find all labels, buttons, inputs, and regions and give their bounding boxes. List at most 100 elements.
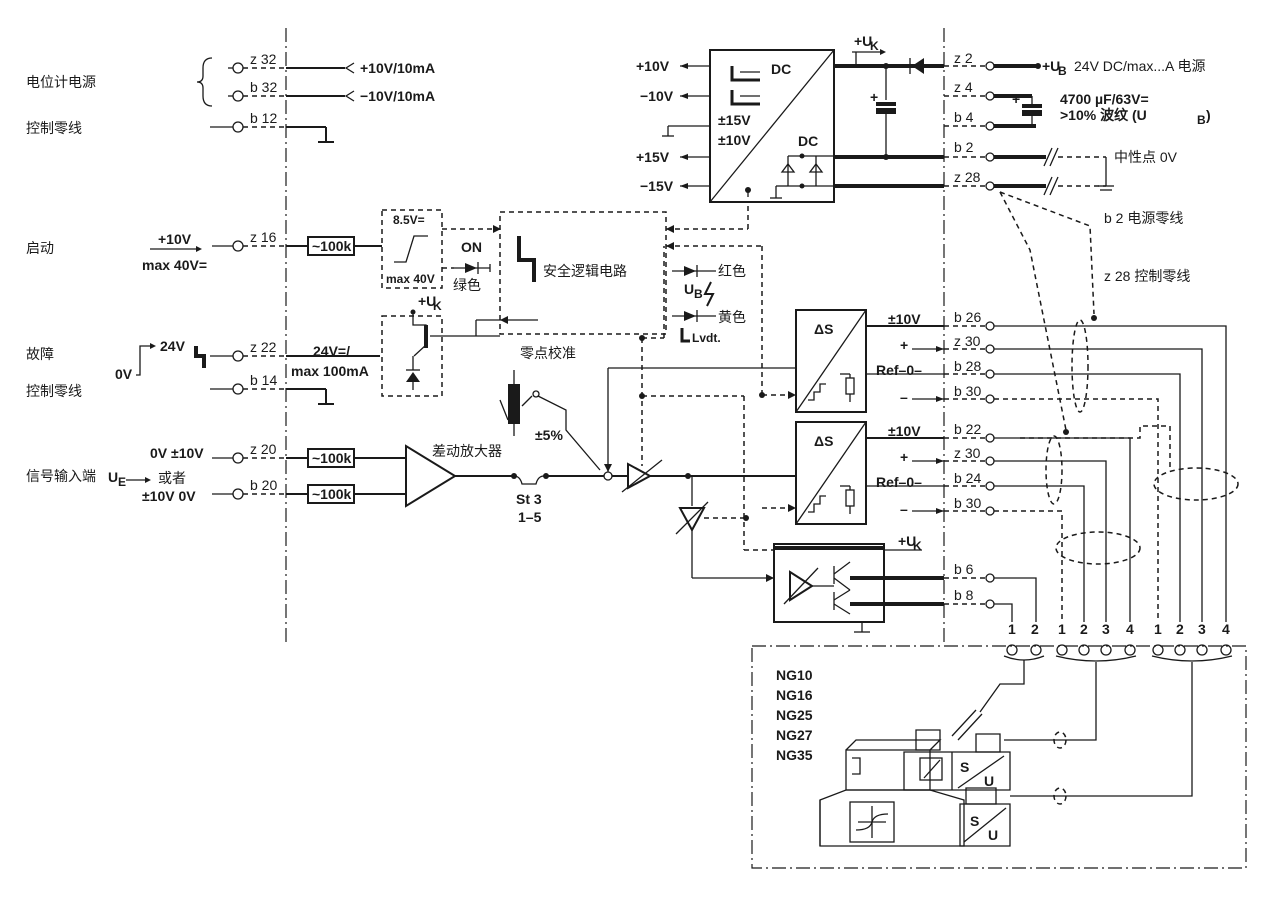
pm10v-label: ±10V bbox=[718, 132, 751, 148]
d2-ref0: Ref–0– bbox=[876, 474, 922, 490]
fault-24v: 24V bbox=[160, 338, 186, 354]
uk-output-sub: K bbox=[913, 539, 922, 553]
summing-node bbox=[603, 471, 613, 481]
ub-supply: +U bbox=[1042, 58, 1060, 74]
label-pot-supply: 电位计电源 bbox=[26, 74, 96, 90]
resistor-in-2-label: ~100k bbox=[312, 486, 352, 502]
label-start: 启动 bbox=[26, 240, 54, 256]
resistor-in-1-label: ~100k bbox=[312, 450, 352, 466]
safety-logic-label: 安全逻辑电路 bbox=[543, 263, 627, 279]
cap-spec: 4700 µF/63V= bbox=[1060, 91, 1149, 107]
ripple-end: ) bbox=[1206, 107, 1211, 123]
diff-amp bbox=[405, 444, 457, 508]
ripple-sub: B bbox=[1197, 113, 1206, 127]
st3-label: St 3 bbox=[516, 491, 542, 507]
conn-num: 4 bbox=[1222, 621, 1230, 637]
led-on-label: ON bbox=[461, 239, 482, 255]
pin-z28: z 28 bbox=[954, 169, 981, 185]
resistor-start-label: ~100k bbox=[312, 238, 352, 254]
trigger-max: max 40V bbox=[386, 272, 435, 286]
ub-label: U bbox=[684, 281, 694, 297]
input-ue: U bbox=[108, 469, 118, 485]
input-ue-sub: E bbox=[118, 475, 126, 489]
safety-logic-box bbox=[499, 211, 667, 335]
valve-box bbox=[751, 645, 1247, 869]
fault-spec2: max 100mA bbox=[291, 363, 369, 379]
trigger-box bbox=[381, 209, 443, 289]
valve-size: NG16 bbox=[776, 687, 813, 703]
d1-plus: + bbox=[900, 337, 908, 353]
st3-range: 1–5 bbox=[518, 509, 542, 525]
pin-z16: z 16 bbox=[250, 229, 277, 245]
d2-minus: – bbox=[900, 501, 908, 517]
dc-out-label: DC bbox=[798, 133, 818, 149]
input-or: 或者 bbox=[158, 470, 186, 486]
conn-num: 4 bbox=[1126, 621, 1134, 637]
input-bottom: ±10V 0V bbox=[142, 488, 196, 504]
d2-plus: + bbox=[900, 449, 908, 465]
left-pins: z 32 b 32 b 12 z 16 z 22 b 14 z 20 b 20 bbox=[210, 51, 286, 500]
pin-z20: z 20 bbox=[250, 441, 277, 457]
start-10v: +10V bbox=[158, 231, 192, 247]
fault-0v: 0V bbox=[115, 366, 133, 382]
uk-fault: +U bbox=[418, 293, 436, 309]
feedback-amp bbox=[678, 507, 706, 533]
demod-2-label: ΔS bbox=[814, 433, 833, 449]
pin-b14: b 14 bbox=[250, 372, 277, 388]
zero-cal-label: 零点校准 bbox=[520, 345, 576, 361]
cap-plus-2: + bbox=[1012, 91, 1020, 107]
pin-b28: b 28 bbox=[954, 358, 981, 374]
fault-driver-box bbox=[381, 315, 443, 397]
label-signal-input: 信号输入端 bbox=[26, 468, 96, 484]
valve-u-label-1: U bbox=[984, 773, 994, 789]
out-p15v: +15V bbox=[636, 149, 670, 165]
conn-num: 2 bbox=[1080, 621, 1088, 637]
conn-num: 1 bbox=[1058, 621, 1066, 637]
connector-numbers: 1 2 1 2 3 4 1 2 3 4 bbox=[1008, 621, 1230, 637]
pin-z22: z 22 bbox=[250, 339, 277, 355]
brace bbox=[196, 57, 213, 107]
d1-ref0: Ref–0– bbox=[876, 362, 922, 378]
conn-num: 1 bbox=[1008, 621, 1016, 637]
pot-supply-negative: −10V/10mA bbox=[360, 88, 435, 104]
d1-pm10v: ±10V bbox=[888, 311, 921, 327]
pin-z30a: z 30 bbox=[954, 333, 981, 349]
b2-zero-label: b 2 电源零线 bbox=[1104, 210, 1183, 226]
dc-in-label: DC bbox=[771, 61, 791, 77]
demod-2-pins: ±10V + Ref–0– – b 22 z 30 b 24 b 30 bbox=[866, 421, 995, 517]
pin-b24: b 24 bbox=[954, 470, 981, 486]
conn-num: 1 bbox=[1154, 621, 1162, 637]
d2-pm10v: ±10V bbox=[888, 423, 921, 439]
start-max: max 40V= bbox=[142, 257, 207, 273]
trigger-level: 8.5V= bbox=[393, 213, 425, 227]
pin-z32: z 32 bbox=[250, 51, 277, 67]
pm5-label: ±5% bbox=[535, 427, 563, 443]
neutral-label: 中性点 0V bbox=[1114, 149, 1178, 165]
d1-minus: – bbox=[900, 389, 908, 405]
label-ctrl-zero-2: 控制零线 bbox=[26, 383, 82, 399]
pin-z2: z 2 bbox=[954, 50, 973, 66]
lvdt-label: Lvdt. bbox=[692, 331, 721, 345]
pin-b6: b 6 bbox=[954, 561, 974, 577]
valve-size: NG25 bbox=[776, 707, 813, 723]
connector-plugs bbox=[979, 644, 1233, 797]
valve-size: NG10 bbox=[776, 667, 813, 683]
zero-cal-pot bbox=[508, 384, 520, 424]
cap-plus-1: + bbox=[870, 89, 878, 105]
valve-s-label-1: S bbox=[960, 759, 969, 775]
pin-z30b: z 30 bbox=[954, 445, 981, 461]
led-yellow-label: 黄色 bbox=[718, 309, 746, 325]
pin-b30a: b 30 bbox=[954, 383, 981, 399]
valve-size: NG27 bbox=[776, 727, 813, 743]
pin-b22: b 22 bbox=[954, 421, 981, 437]
pin-b20: b 20 bbox=[250, 477, 277, 493]
pin-b12: b 12 bbox=[250, 110, 277, 126]
diff-amp-label: 差动放大器 bbox=[432, 443, 502, 459]
uk-top-sub: K bbox=[870, 39, 879, 53]
z28-zero-label: z 28 控制零线 bbox=[1104, 268, 1190, 284]
pin-b32: b 32 bbox=[250, 79, 277, 95]
demod-1-label: ΔS bbox=[814, 321, 833, 337]
uk-output: +U bbox=[898, 533, 916, 549]
valve-u-label-2: U bbox=[988, 827, 998, 843]
